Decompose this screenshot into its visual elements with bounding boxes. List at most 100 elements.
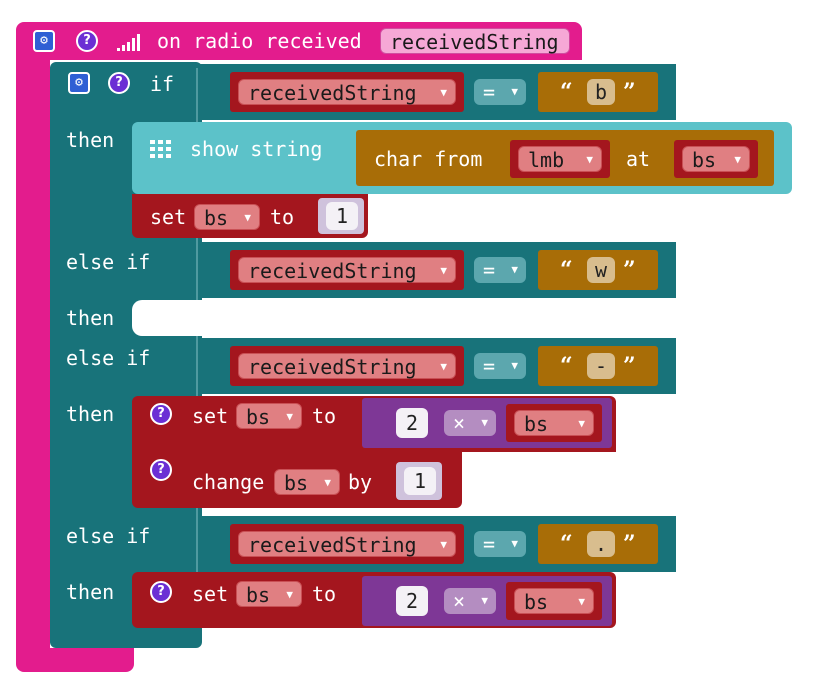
- set-1-variable-dropdown[interactable]: bs ▼: [194, 204, 260, 230]
- condition-1-string-value[interactable]: b: [587, 79, 615, 105]
- change-variable-label: bs: [284, 471, 309, 495]
- multiply-2-right-variable-label: bs: [524, 412, 549, 436]
- gear-icon[interactable]: ⚙: [33, 30, 55, 52]
- event-block-body: [16, 58, 50, 652]
- multiply-3-right-variable-dropdown[interactable]: bs ▼: [514, 588, 594, 614]
- dropdown-arrow-icon: ▼: [734, 153, 741, 166]
- else-if-keyword-2: else if: [66, 250, 151, 274]
- condition-4-variable-label: receivedString: [248, 533, 417, 557]
- multiply-2-left-value[interactable]: 2: [396, 408, 428, 438]
- change-help-icon[interactable]: ?: [150, 459, 172, 481]
- condition-1-variable-dropdown[interactable]: receivedString ▼: [238, 79, 456, 105]
- set-1-variable-label: bs: [204, 206, 229, 230]
- multiply-3-right-variable-label: bs: [524, 590, 549, 614]
- received-string-param-label: receivedString: [390, 30, 559, 54]
- then-keyword-4: then: [66, 580, 115, 604]
- set-label-1: set: [150, 205, 187, 229]
- condition-3-variable-label: receivedString: [248, 355, 417, 379]
- condition-4-string-value[interactable]: .: [587, 531, 615, 557]
- if-divider: [196, 68, 198, 608]
- else-if-keyword-4: else if: [66, 524, 151, 548]
- dropdown-arrow-icon: ▼: [578, 417, 585, 430]
- condition-2-operator-label: =: [483, 258, 496, 282]
- led-grid-icon: [150, 140, 171, 158]
- condition-3-string-value[interactable]: -: [587, 353, 615, 379]
- close-quote-icon: ”: [623, 353, 636, 379]
- dropdown-arrow-icon: ▼: [440, 538, 447, 551]
- to-label-1: to: [270, 205, 295, 229]
- set-2-variable-label: bs: [246, 405, 271, 429]
- condition-1-operator-dropdown[interactable]: =▼: [474, 79, 526, 105]
- condition-2-variable-label: receivedString: [248, 259, 417, 283]
- dropdown-arrow-icon: ▼: [324, 476, 331, 489]
- dropdown-arrow-icon: ▼: [511, 85, 518, 98]
- received-string-param[interactable]: receivedString: [380, 28, 570, 54]
- condition-4-variable-dropdown[interactable]: receivedString ▼: [238, 531, 456, 557]
- set-2-help-icon[interactable]: ?: [150, 403, 172, 425]
- to-label-3: to: [312, 582, 337, 606]
- condition-4-operator-dropdown[interactable]: =▼: [474, 531, 526, 557]
- dropdown-arrow-icon: ▼: [511, 359, 518, 372]
- char-from-label: char from: [374, 147, 483, 171]
- open-quote-icon: “: [560, 531, 573, 557]
- dropdown-arrow-icon: ▼: [440, 86, 447, 99]
- question-mark-icon[interactable]: ?: [76, 30, 98, 52]
- to-label-2: to: [312, 404, 337, 428]
- lmb-variable-dropdown[interactable]: lmb ▼: [518, 146, 602, 172]
- event-block-footer: [16, 648, 134, 672]
- set-1-value[interactable]: 1: [326, 202, 358, 230]
- set-label-3: set: [192, 582, 229, 606]
- set-3-variable-label: bs: [246, 583, 271, 607]
- if-help-icon[interactable]: ?: [108, 72, 130, 94]
- dropdown-arrow-icon: ▼: [440, 360, 447, 373]
- event-title: on radio received: [157, 29, 362, 53]
- condition-1-operator-label: =: [483, 80, 496, 104]
- multiply-2-right-variable-dropdown[interactable]: bs ▼: [514, 410, 594, 436]
- condition-1-variable-label: receivedString: [248, 81, 417, 105]
- dropdown-arrow-icon: ▼: [481, 594, 488, 607]
- then-keyword-3: then: [66, 402, 115, 426]
- multiply-3-operator-label: ×: [453, 589, 466, 613]
- by-label: by: [348, 470, 373, 494]
- open-quote-icon: “: [560, 79, 573, 105]
- condition-2-operator-dropdown[interactable]: =▼: [474, 257, 526, 283]
- dropdown-arrow-icon: ▼: [586, 153, 593, 166]
- multiply-3-left-value[interactable]: 2: [396, 586, 428, 616]
- then-keyword-1: then: [66, 128, 115, 152]
- multiply-3-operator-dropdown[interactable]: ×▼: [444, 588, 496, 614]
- close-quote-icon: ”: [623, 531, 636, 557]
- set-2-variable-dropdown[interactable]: bs ▼: [236, 403, 302, 429]
- index-variable-label: bs: [692, 148, 717, 172]
- if-gear-icon[interactable]: ⚙: [68, 72, 90, 94]
- condition-2-variable-dropdown[interactable]: receivedString ▼: [238, 257, 456, 283]
- index-variable-dropdown[interactable]: bs ▼: [682, 146, 750, 172]
- at-label: at: [626, 147, 651, 171]
- set-3-variable-dropdown[interactable]: bs ▼: [236, 581, 302, 607]
- condition-4-operator-label: =: [483, 532, 496, 556]
- condition-3-variable-dropdown[interactable]: receivedString ▼: [238, 353, 456, 379]
- open-quote-icon: “: [560, 353, 573, 379]
- lmb-variable-label: lmb: [528, 148, 565, 172]
- close-quote-icon: ”: [623, 79, 636, 105]
- dropdown-arrow-icon: ▼: [286, 410, 293, 423]
- change-label: change: [192, 470, 265, 494]
- set-label-2: set: [192, 404, 229, 428]
- close-quote-icon: ”: [623, 257, 636, 283]
- condition-3-operator-label: =: [483, 354, 496, 378]
- dropdown-arrow-icon: ▼: [578, 595, 585, 608]
- dropdown-arrow-icon: ▼: [244, 211, 251, 224]
- empty-then-slot[interactable]: [132, 300, 812, 336]
- if-keyword: if: [150, 72, 175, 96]
- dropdown-arrow-icon: ▼: [440, 264, 447, 277]
- dropdown-arrow-icon: ▼: [286, 588, 293, 601]
- else-if-keyword-3: else if: [66, 346, 151, 370]
- set-3-help-icon[interactable]: ?: [150, 581, 172, 603]
- condition-2-string-value[interactable]: w: [587, 257, 615, 283]
- multiply-2-operator-label: ×: [453, 411, 466, 435]
- condition-3-operator-dropdown[interactable]: =▼: [474, 353, 526, 379]
- dropdown-arrow-icon: ▼: [511, 537, 518, 550]
- change-variable-dropdown[interactable]: bs ▼: [274, 469, 340, 495]
- multiply-2-operator-dropdown[interactable]: ×▼: [444, 410, 496, 436]
- change-value[interactable]: 1: [404, 467, 436, 495]
- dropdown-arrow-icon: ▼: [511, 263, 518, 276]
